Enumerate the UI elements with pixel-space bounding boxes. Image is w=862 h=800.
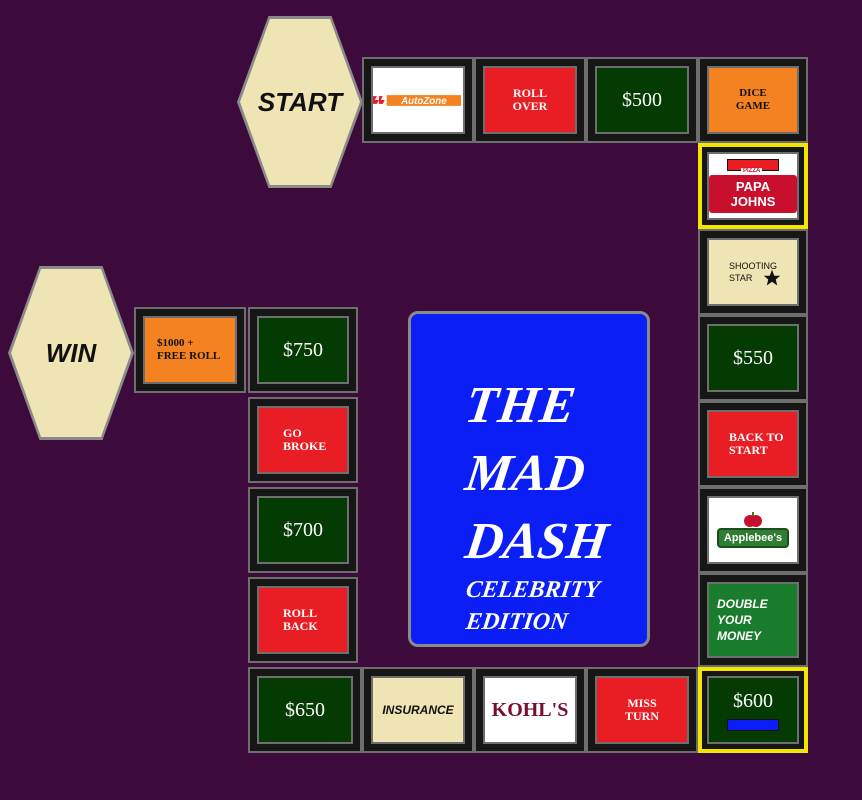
space-650[interactable]: $650	[248, 667, 362, 753]
title-line-3: DASH	[461, 513, 612, 570]
space-double-your-money[interactable]: DOUBLE YOUR MONEY	[698, 573, 808, 667]
space-go-broke[interactable]: GO BROKE	[248, 397, 358, 483]
papa-johns-text: PAPA JOHNS	[730, 179, 776, 209]
space-autozone[interactable]: AutoZone	[362, 57, 474, 143]
autozone-text: AutoZone	[400, 96, 447, 107]
space-dice-game[interactable]: DICE GAME	[698, 57, 808, 143]
space-500[interactable]: $500	[586, 57, 698, 143]
500-label: $500	[595, 66, 689, 134]
space-kohls[interactable]: KOHL'S	[474, 667, 586, 753]
dice-game-label: DICE GAME	[707, 66, 799, 134]
blue-player-token[interactable]	[727, 718, 779, 731]
space-600[interactable]: $600	[698, 667, 808, 753]
space-roll-back[interactable]: ROLL BACK	[248, 577, 358, 663]
shooting-star-label: SHOOTING STAR	[729, 261, 778, 283]
back-to-start-label: BACK TO START	[707, 410, 799, 478]
star-icon	[763, 269, 781, 286]
roll-over-label: ROLL OVER	[483, 66, 577, 134]
550-label: $550	[707, 324, 799, 392]
space-papa-johns[interactable]: PIZZA PAPA JOHNS	[698, 143, 808, 229]
kohls-logo: KOHL'S	[483, 676, 577, 744]
subtitle-line-1: CELEBRITY	[464, 577, 602, 603]
space-insurance[interactable]: INSURANCE	[362, 667, 474, 753]
double-money-label: DOUBLE YOUR MONEY	[707, 582, 799, 658]
go-broke-label: GO BROKE	[257, 406, 349, 474]
subtitle-line-2: EDITION	[464, 609, 570, 635]
space-750[interactable]: $750	[248, 307, 358, 393]
insurance-label: INSURANCE	[371, 676, 465, 744]
start-space[interactable]: START	[237, 16, 363, 188]
space-applebees[interactable]: Applebee's	[698, 487, 808, 573]
win-space[interactable]: WIN	[8, 266, 134, 440]
apple-icon	[744, 512, 762, 527]
space-700[interactable]: $700	[248, 487, 358, 573]
space-shooting-star[interactable]: SHOOTING STAR	[698, 229, 808, 315]
title-line-1: THE	[461, 377, 580, 434]
600-label: $600	[733, 689, 773, 712]
space-free-roll[interactable]: $1000 + FREE ROLL	[134, 307, 246, 393]
applebees-logo: Applebee's	[716, 528, 790, 548]
papa-johns-logo: PIZZA PAPA JOHNS	[709, 168, 797, 213]
space-miss-turn[interactable]: MISS TURN	[586, 667, 698, 753]
papa-johns-text: PIZZA	[741, 168, 763, 174]
win-label: WIN	[45, 337, 97, 368]
miss-turn-label: MISS TURN	[595, 676, 689, 744]
space-550[interactable]: $550	[698, 315, 808, 401]
roll-back-label: ROLL BACK	[257, 586, 349, 654]
title-line-2: MAD	[461, 445, 589, 502]
750-label: $750	[257, 316, 349, 384]
650-label: $650	[257, 676, 353, 744]
space-back-to-start[interactable]: BACK TO START	[698, 401, 808, 487]
autozone-logo: AutoZone	[373, 95, 462, 107]
mad-dash-card[interactable]: THE MAD DASH CELEBRITY EDITION	[408, 311, 650, 647]
700-label: $700	[257, 496, 349, 564]
free-roll-label: $1000 + FREE ROLL	[143, 316, 237, 384]
space-roll-over[interactable]: ROLL OVER	[474, 57, 586, 143]
start-label: START	[257, 86, 343, 117]
